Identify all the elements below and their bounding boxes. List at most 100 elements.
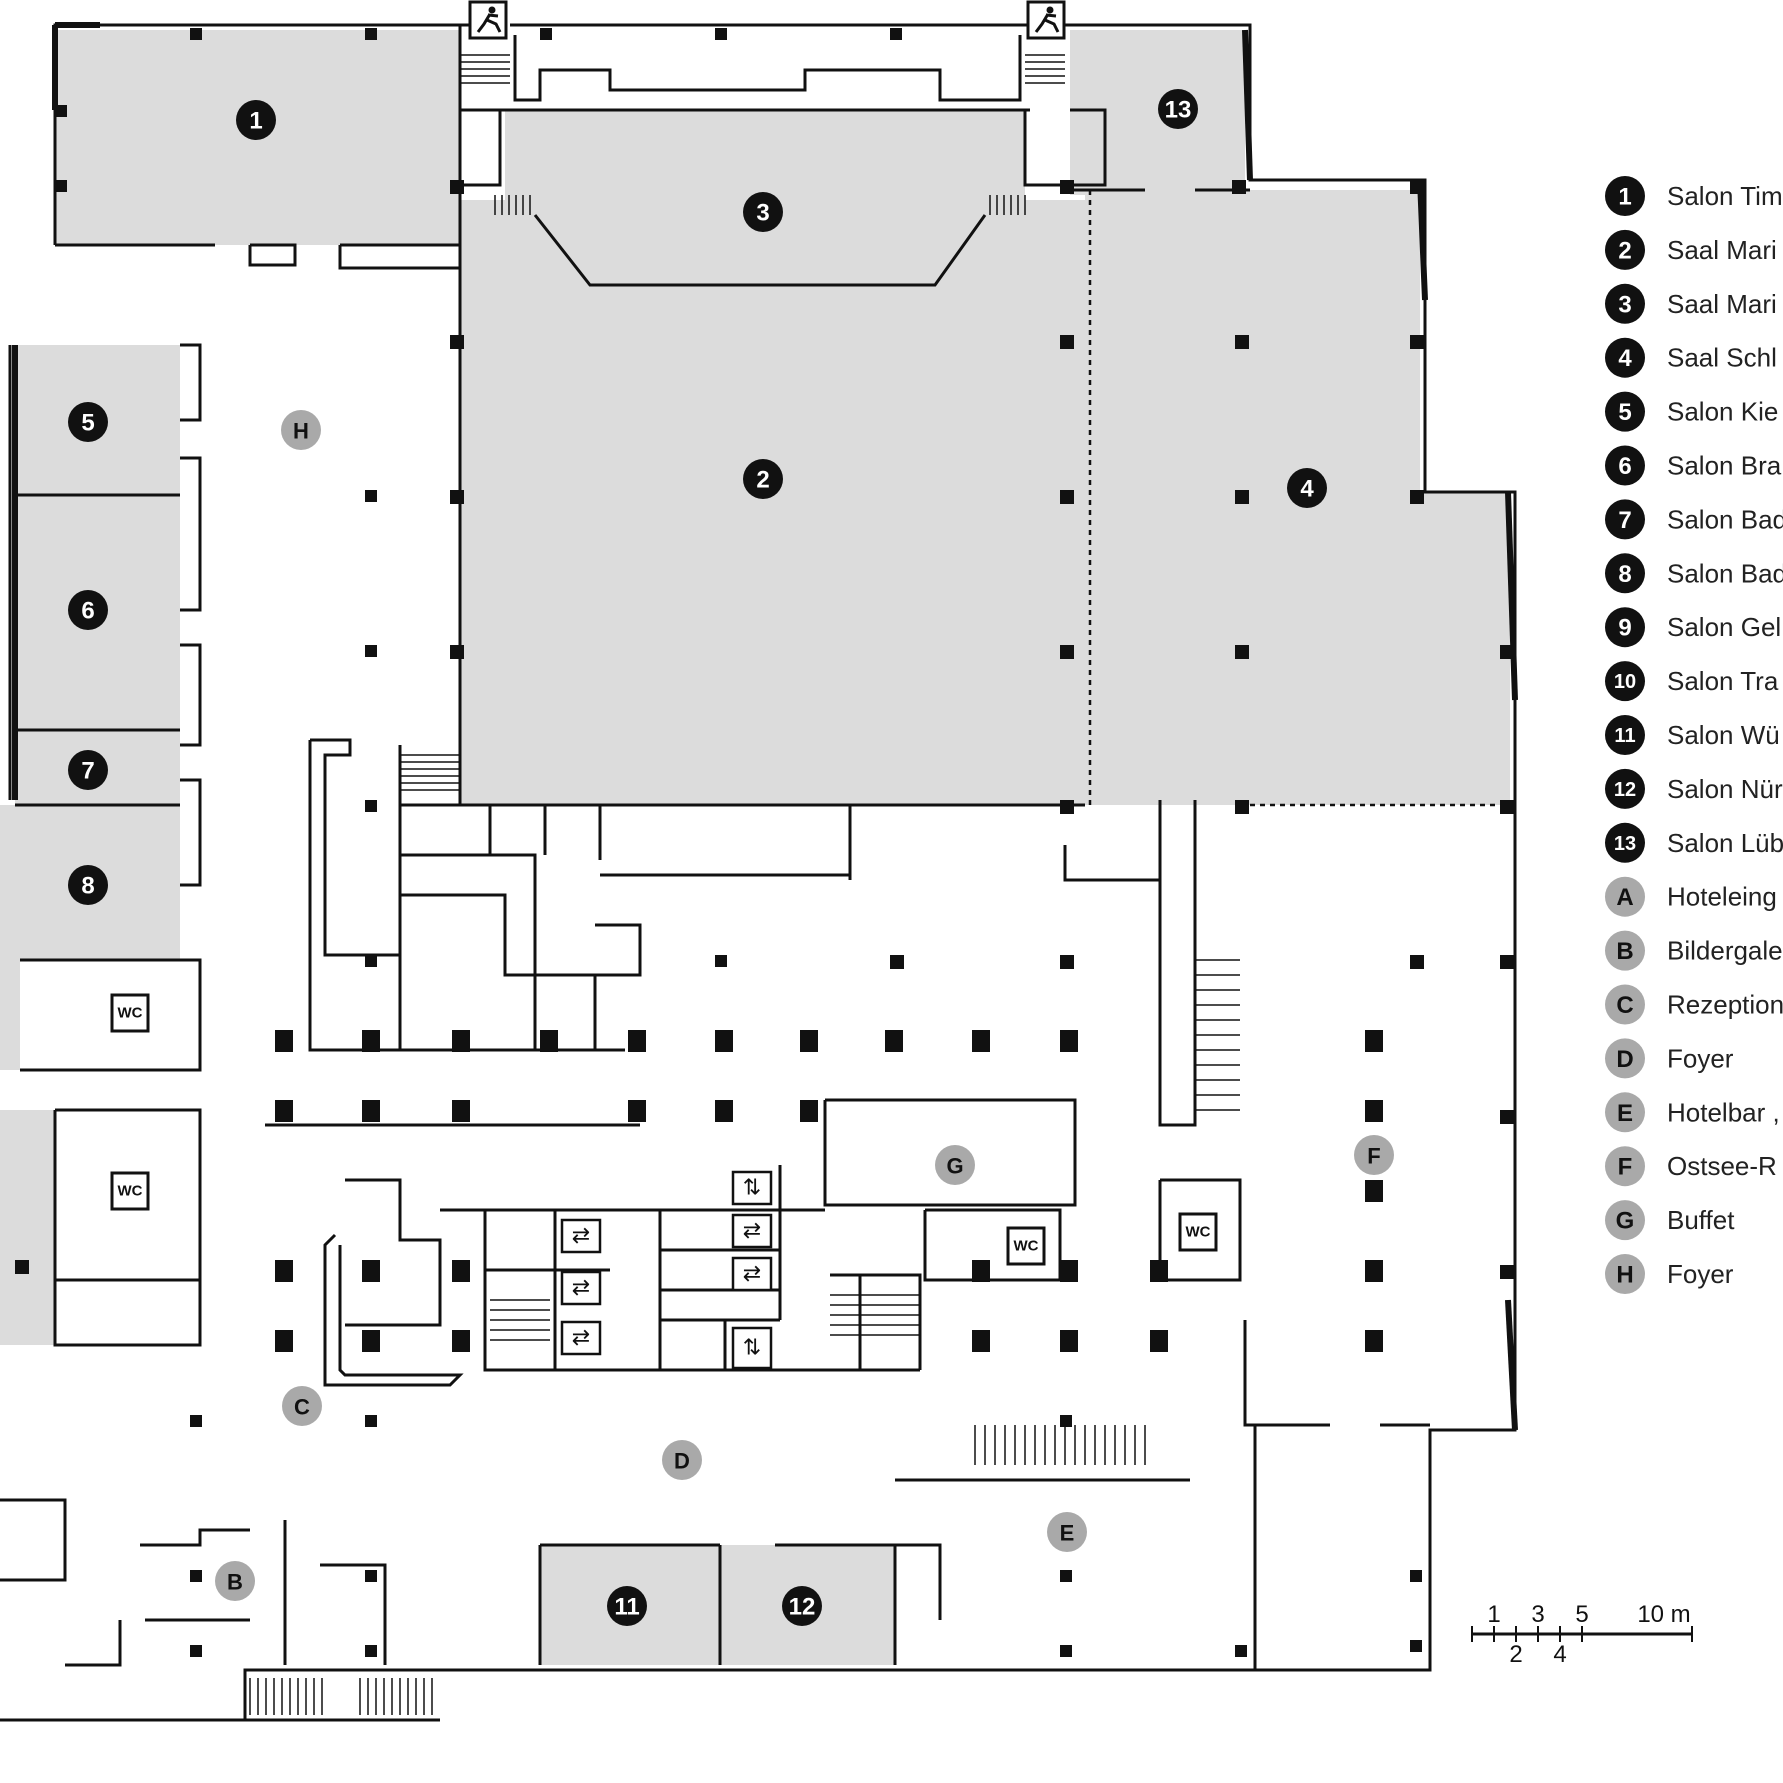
area-badge-b: B — [215, 1561, 255, 1601]
svg-text:H: H — [293, 419, 309, 444]
legend-badge — [1605, 445, 1645, 486]
legend-code: 4 — [1618, 345, 1632, 372]
elevator-icon: ⇅ — [731, 1326, 773, 1370]
legend-badge — [1605, 391, 1645, 432]
svg-text:WC: WC — [118, 1005, 143, 1022]
scale-label-10m: 10 m — [1637, 1601, 1690, 1628]
legend-label: Salon Tim — [1667, 181, 1783, 211]
escalator-icon: ⇄ — [560, 1320, 602, 1356]
svg-text:⇄: ⇄ — [572, 1276, 590, 1301]
svg-text:G: G — [946, 1154, 963, 1179]
legend-label: Salon Bad — [1667, 504, 1783, 534]
legend-code: E — [1617, 1100, 1633, 1127]
area-badge-h: H — [281, 410, 321, 450]
stairs-service-2 — [830, 1294, 920, 1336]
wc-icon: WC — [110, 993, 150, 1033]
svg-text:11: 11 — [614, 1594, 639, 1621]
area-badge-g: G — [935, 1145, 975, 1185]
scale-label-3: 3 — [1531, 1601, 1544, 1628]
stairs-foyer — [974, 1425, 1146, 1465]
legend-badge — [1605, 822, 1645, 863]
stairs-room3-right — [989, 195, 1026, 215]
room-badge-6: 6 — [68, 590, 108, 630]
legend-code: G — [1616, 1208, 1635, 1235]
legend-label: Ostsee-R — [1667, 1151, 1777, 1181]
svg-text:12: 12 — [789, 1594, 816, 1621]
legend-badge — [1605, 984, 1645, 1025]
legend-code: 7 — [1618, 507, 1631, 534]
room-badge-1: 1 — [236, 100, 276, 140]
legend-label: Foyer — [1667, 1043, 1734, 1073]
stairs-top-left — [460, 54, 510, 84]
room-badge-2: 2 — [743, 459, 783, 499]
legend-badge — [1605, 499, 1645, 540]
svg-text:4: 4 — [1300, 476, 1314, 503]
legend-label: Saal Schl — [1667, 343, 1777, 373]
svg-text:5: 5 — [81, 410, 94, 437]
area-badge-c: C — [282, 1386, 322, 1426]
legend-badge — [1605, 553, 1645, 594]
emergency-exit-icon — [468, 0, 508, 40]
legend-code: 1 — [1618, 184, 1631, 211]
legend-badge — [1605, 229, 1645, 270]
legend-badge — [1605, 1200, 1645, 1241]
room-badge-3: 3 — [743, 192, 783, 232]
scale-bar: 1 3 5 10 m 2 4 — [1471, 1601, 1693, 1668]
legend-code: 8 — [1618, 561, 1631, 588]
svg-text:⇄: ⇄ — [572, 1224, 590, 1249]
legend-label: Salon Bad — [1667, 558, 1783, 588]
legend-label: Rezeption — [1667, 990, 1783, 1020]
area-badge-f: F — [1354, 1135, 1394, 1175]
room-badge-13: 13 — [1158, 89, 1198, 129]
legend-label: Foyer — [1667, 1259, 1734, 1289]
escalator-icon: ⇄ — [560, 1270, 602, 1306]
escalator-icon: ⇄ — [731, 1213, 773, 1249]
svg-text:2: 2 — [756, 467, 769, 494]
room-badge-8: 8 — [68, 865, 108, 905]
legend-label: Salon Wü — [1667, 720, 1780, 750]
wc-icon: WC — [1178, 1212, 1218, 1252]
stairs-room3-left — [494, 195, 531, 215]
legend-badge — [1605, 768, 1645, 809]
svg-text:F: F — [1367, 1144, 1380, 1169]
svg-text:D: D — [674, 1449, 690, 1474]
legend-code: 5 — [1618, 399, 1631, 426]
legend-code: 2 — [1618, 237, 1631, 264]
legend-code: 11 — [1614, 725, 1635, 747]
legend-label: Salon Tra — [1667, 666, 1779, 696]
stairs-bottom — [249, 1678, 433, 1715]
legend-code: 9 — [1618, 615, 1631, 642]
stairs-service-1 — [490, 1299, 550, 1341]
stairs-central — [400, 754, 460, 791]
escalator-icon: ⇄ — [560, 1218, 602, 1254]
svg-text:WC: WC — [1186, 1224, 1211, 1241]
svg-text:⇄: ⇄ — [572, 1326, 590, 1351]
legend-badge — [1605, 337, 1645, 378]
legend-item: 4 Saal Schl — [1605, 337, 1777, 378]
legend-code: H — [1616, 1262, 1633, 1289]
emergency-exit-icon — [1026, 0, 1066, 40]
legend-code: A — [1616, 884, 1633, 911]
svg-text:WC: WC — [118, 1183, 143, 1200]
scale-label-2: 2 — [1509, 1641, 1522, 1668]
wc-icon: WC — [1006, 1226, 1046, 1266]
scale-label-5: 5 — [1575, 1601, 1588, 1628]
svg-text:6: 6 — [81, 598, 94, 625]
legend-badge — [1605, 1146, 1645, 1187]
legend-badge — [1605, 876, 1645, 917]
legend-code: 3 — [1618, 291, 1631, 318]
legend-code: 6 — [1618, 453, 1631, 480]
legend-item: 1 Salon Tim — [1605, 176, 1783, 216]
legend-badge — [1605, 930, 1645, 971]
